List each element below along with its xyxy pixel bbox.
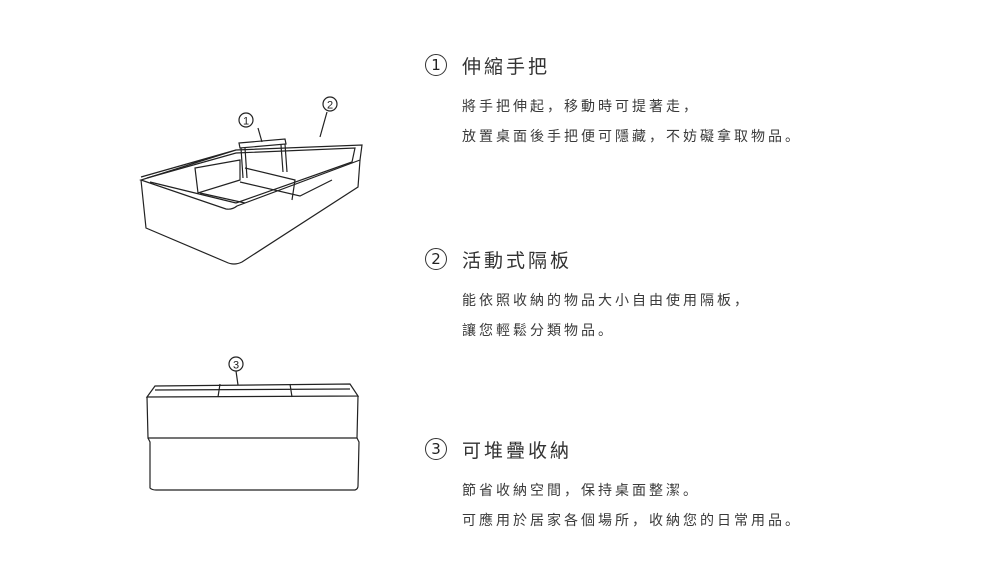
organizer-box-open-illustration: [139, 111, 363, 265]
feature-description-line: 放置桌面後手把便可隱藏，不妨礙拿取物品。: [462, 129, 802, 145]
feature-description-line: 能依照收納的物品大小自由使用隔板，: [462, 293, 751, 309]
feature-title: 可堆疊收納: [462, 439, 573, 462]
feature-telescopic-handle: 1 伸縮手把 將手把伸起，移動時可提著走， 放置桌面後手把便可隱藏，不妨礙拿取物品…: [425, 50, 802, 152]
callout-2: 2: [322, 96, 338, 112]
feature-movable-divider: 2 活動式隔板 能依照收納的物品大小自由使用隔板， 讓您輕鬆分類物品。: [425, 244, 751, 346]
svg-text:3: 3: [233, 360, 239, 372]
callout-1: 1: [238, 112, 254, 128]
feature-description-line: 讓您輕鬆分類物品。: [462, 323, 615, 339]
feature-title: 伸縮手把: [462, 55, 551, 78]
svg-text:2: 2: [327, 100, 333, 112]
number-badge: 3: [425, 438, 447, 460]
feature-description-line: 可應用於居家各個場所，收納您的日常用品。: [462, 513, 802, 529]
feature-title: 活動式隔板: [462, 249, 573, 272]
feature-stackable: 3 可堆疊收納 節省收納空間，保持桌面整潔。 可應用於居家各個場所，收納您的日常用…: [425, 434, 802, 536]
number-badge: 1: [425, 54, 447, 76]
callout-3: 3: [228, 356, 244, 372]
feature-description-line: 將手把伸起，移動時可提著走，: [462, 99, 700, 115]
number-badge: 2: [425, 248, 447, 270]
stacked-boxes-illustration: [145, 370, 360, 491]
svg-text:1: 1: [243, 116, 249, 128]
feature-description-line: 節省收納空間，保持桌面整潔。: [462, 483, 700, 499]
